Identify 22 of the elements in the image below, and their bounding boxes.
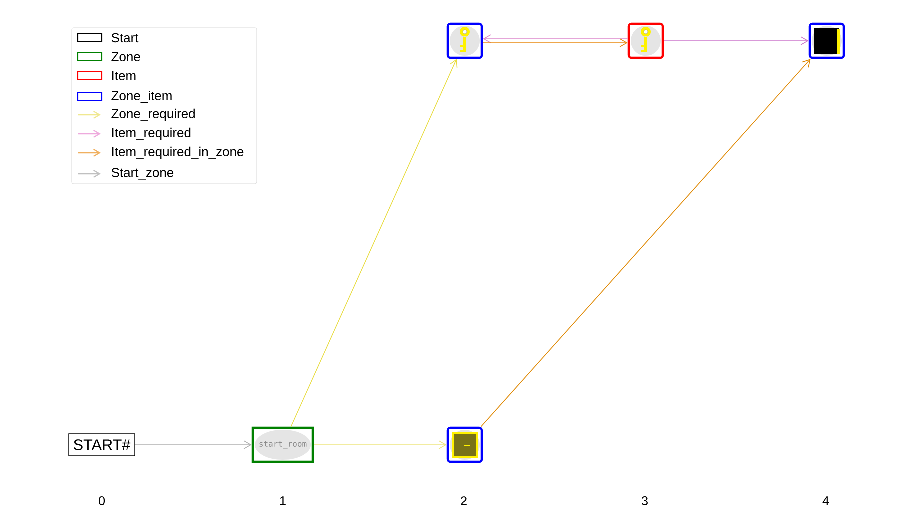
arrow (290, 59, 458, 428)
legend-label: Zone (112, 52, 140, 62)
arrow (482, 38, 628, 48)
arrow (134, 440, 252, 450)
tick-label: 4 (822, 496, 830, 506)
legend-label: Item (112, 71, 136, 81)
legend-label: Start_zone (112, 168, 174, 180)
legend-label: Start (112, 33, 139, 43)
tick-label: 2 (461, 496, 467, 506)
legend-label: Zone_required (112, 108, 195, 122)
tick-label: 3 (642, 496, 648, 506)
legend-label: Item_required (112, 128, 191, 140)
arrow (314, 440, 447, 450)
arrow (480, 59, 811, 428)
arrow (664, 36, 809, 46)
legend-label: Item_required_in_zone (112, 146, 244, 160)
arrow (483, 34, 628, 44)
start-box: START# (68, 434, 136, 456)
tick-label: 1 (280, 496, 286, 506)
zone-box: start_room (252, 426, 314, 464)
tick-label: 0 (99, 496, 106, 506)
legend-label: Zone_item (112, 90, 172, 103)
